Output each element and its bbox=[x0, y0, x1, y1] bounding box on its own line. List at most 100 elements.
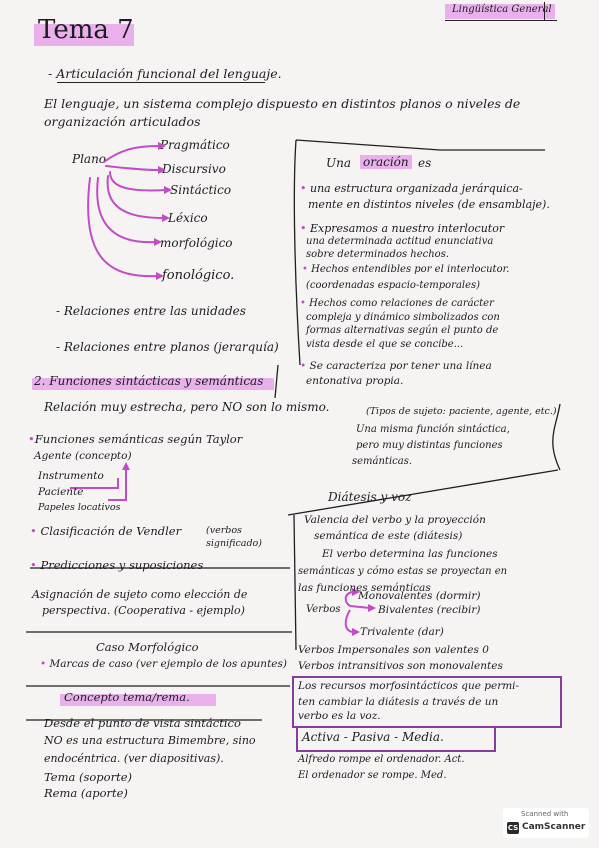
camscanner-logo-icon: CS bbox=[507, 822, 519, 834]
page-title: Tema 7 bbox=[38, 15, 134, 45]
diatesis-title: Diátesis y voz bbox=[328, 490, 412, 504]
plano-sintactico: Sintáctico bbox=[170, 183, 232, 197]
asignacion-2: perspectiva. (Cooperativa - ejemplo) bbox=[42, 604, 245, 617]
section2-relation: Relación muy estrecha, pero NO son lo mi… bbox=[44, 400, 330, 414]
bullet-icon: • bbox=[300, 298, 306, 309]
role-instrumento: Instrumento bbox=[38, 470, 104, 482]
oracion-point-2c: sobre determinados hechos. bbox=[306, 249, 450, 260]
bullet-icon: • bbox=[28, 432, 35, 446]
diatesis-line-2: semántica de este (diátesis) bbox=[314, 530, 463, 542]
intro-line-2: organización articulados bbox=[44, 114, 201, 129]
bullet-icon: • bbox=[40, 658, 47, 670]
oracion-title-highlight: oración bbox=[360, 155, 412, 169]
oracion-point-text: Expresamos a nuestro interlocutor bbox=[310, 222, 505, 235]
oracion-point-text: Hechos entendibles por el interlocutor. bbox=[311, 264, 510, 275]
concepto-line-4: Tema (soporte) bbox=[44, 770, 133, 784]
role-paciente: Paciente bbox=[38, 486, 84, 498]
recursos-line-1: Los recursos morfosintácticos que permi- bbox=[298, 680, 520, 692]
vendler-note: (verbos significado) bbox=[206, 525, 262, 549]
asignacion-1: Asignación de sujeto como elección de bbox=[32, 588, 248, 601]
diatesis-line-4: semánticas y cómo estas se proyectan en bbox=[298, 566, 508, 577]
concepto-line-5: Rema (aporte) bbox=[44, 786, 128, 800]
voices-text: Activa - Pasiva - Media. bbox=[302, 730, 444, 744]
vendler: • Clasificación de Vendler bbox=[30, 524, 181, 538]
plano-pragmatico: Pragmático bbox=[160, 138, 230, 152]
section2-heading: 2. Funciones sintácticas y semánticas bbox=[34, 374, 264, 388]
diatesis-line-5: las funciones semánticas bbox=[298, 582, 431, 594]
plano-root: Plano bbox=[72, 152, 107, 166]
valencia-bi: Bivalentes (recibir) bbox=[378, 604, 481, 616]
predicciones-text: Predicciones y suposiciones bbox=[40, 558, 204, 572]
verbos-label: Verbos bbox=[306, 604, 341, 615]
oracion-point-5b: entonativa propia. bbox=[306, 375, 404, 387]
section2-highlight bbox=[32, 378, 274, 390]
role-agente: Agente (concepto) bbox=[34, 450, 132, 462]
side-note-2: Una misma función sintáctica, bbox=[356, 424, 510, 435]
oracion-point-5a: • Se caracteriza por tener una línea bbox=[300, 360, 492, 372]
section1-underline bbox=[57, 82, 265, 83]
side-note-1: (Tipos de sujeto: paciente, agente, etc.… bbox=[366, 406, 557, 417]
vendler-text: Clasificación de Vendler bbox=[40, 524, 182, 538]
oracion-point-text: una estructura organizada jerárquica- bbox=[310, 182, 523, 195]
oracion-point-4a: • Hechos como relaciones de carácter bbox=[300, 298, 494, 309]
taylor-heading: •Funciones semánticas según Taylor bbox=[28, 432, 242, 446]
oracion-point-4b: compleja y dinámico simbolizados con bbox=[306, 312, 500, 323]
bullet-icon: • bbox=[300, 360, 307, 372]
relaciones-unidades: - Relaciones entre las unidades bbox=[56, 304, 246, 318]
verbos-impersonales: Verbos Impersonales son valentes 0 bbox=[298, 644, 489, 656]
oracion-point-2b: una determinada actitud enunciativa bbox=[306, 236, 494, 247]
taylor-heading-text: Funciones semánticas según Taylor bbox=[34, 432, 243, 446]
concepto-line-1: Desde el punto de vista sintáctico bbox=[44, 716, 241, 730]
oracion-point-1a: • una estructura organizada jerárquica- bbox=[300, 182, 523, 195]
plano-lexico: Léxico bbox=[168, 211, 208, 225]
subject-label: Lingüística General bbox=[452, 4, 552, 15]
oracion-point-3b: (coordenadas espacio-temporales) bbox=[306, 280, 481, 291]
oracion-point-text: Hechos como relaciones de carácter bbox=[309, 298, 494, 309]
caso-item-text: Marcas de caso (ver ejemplo de los apunt… bbox=[49, 658, 287, 670]
oracion-point-2a: • Expresamos a nuestro interlocutor bbox=[300, 222, 504, 235]
side-note-4: semánticas. bbox=[352, 456, 413, 467]
section1-heading: - Articulación funcional del lenguaje. bbox=[48, 66, 282, 81]
concepto-line-2: NO es una estructura Bimembre, sino bbox=[44, 734, 256, 747]
voices-box bbox=[296, 726, 496, 752]
oracion-point-1b: mente en distintos niveles (de ensamblaj… bbox=[308, 198, 550, 211]
subject-divider bbox=[544, 2, 545, 20]
intro-line-1: El lenguaje, un sistema complejo dispues… bbox=[44, 96, 521, 111]
plano-discursivo: Discursivo bbox=[162, 162, 226, 176]
bullet-icon: • bbox=[302, 264, 308, 275]
bullet-icon: • bbox=[30, 524, 37, 538]
bullet-icon: • bbox=[300, 182, 307, 195]
oracion-title-prefix: Una bbox=[326, 156, 351, 170]
caso-item: • Marcas de caso (ver ejemplo de los apu… bbox=[40, 658, 287, 670]
valencia-mono: Monovalentes (dormir) bbox=[358, 590, 481, 602]
camscanner-badge: Scanned with CS CamScanner bbox=[503, 808, 589, 838]
recursos-line-3: verbo es la voz. bbox=[298, 710, 381, 722]
concepto-title: Concepto tema/rema. bbox=[64, 690, 190, 704]
oracion-point-text: Se caracteriza por tener una línea bbox=[309, 360, 492, 372]
oracion-point-4c: formas alternativas según el punto de bbox=[306, 325, 499, 336]
camscanner-name: CamScanner bbox=[522, 822, 586, 832]
subject-highlight bbox=[445, 4, 555, 19]
diatesis-line-1: Valencia del verbo y la proyección bbox=[304, 514, 486, 526]
title-highlight bbox=[34, 24, 134, 46]
bullet-icon: • bbox=[30, 558, 37, 572]
recursos-line-2: ten cambiar la diátesis a través de un bbox=[298, 696, 499, 708]
oracion-point-3a: • Hechos entendibles por el interlocutor… bbox=[302, 264, 509, 275]
oracion-point-4d: vista desde el que se concibe... bbox=[306, 339, 464, 350]
concepto-line-3: endocéntrica. (ver diapositivas). bbox=[44, 752, 224, 765]
valencia-tri: Trivalente (dar) bbox=[360, 626, 444, 638]
oracion-title-suffix: es bbox=[418, 156, 432, 170]
predicciones: • Predicciones y suposiciones bbox=[30, 558, 203, 572]
side-note-3: pero muy distintas funciones bbox=[356, 440, 503, 451]
relaciones-planos: - Relaciones entre planos (jerarquía) bbox=[56, 340, 279, 354]
plano-morfologico: morfológico bbox=[160, 236, 233, 250]
caso-title: Caso Morfológico bbox=[96, 640, 199, 654]
concepto-highlight bbox=[60, 694, 216, 706]
verbos-intransitivos: Verbos intransitivos son monovalentes bbox=[298, 660, 503, 672]
diatesis-line-3: El verbo determina las funciones bbox=[322, 548, 498, 560]
plano-fonologico: fonológico. bbox=[162, 268, 235, 283]
voice-example-1: Alfredo rompe el ordenador. Act. bbox=[298, 754, 465, 765]
subject-underline bbox=[445, 20, 557, 21]
